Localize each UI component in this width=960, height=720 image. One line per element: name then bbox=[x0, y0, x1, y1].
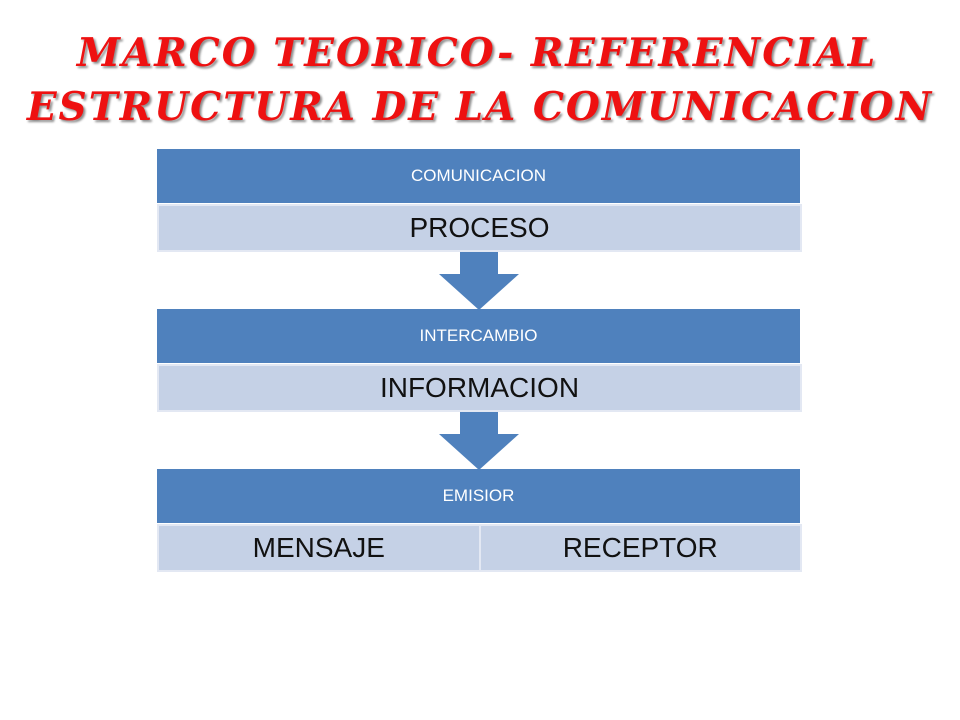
level-item-receptor: RECEPTOR bbox=[478, 526, 801, 570]
level-heading-intercambio: INTERCAMBIO bbox=[157, 309, 800, 363]
title-line-2: ESTRUCTURA DE LA COMUNICACION bbox=[26, 84, 934, 130]
level-heading-comunicacion: COMUNICACION bbox=[157, 149, 800, 203]
level-item-proceso: PROCESO bbox=[157, 204, 802, 252]
level-heading-emisior: EMISIOR bbox=[157, 469, 800, 523]
level-items-row: MENSAJE RECEPTOR bbox=[157, 524, 802, 572]
title-line-1: MARCO TEORICO- REFERENCIAL bbox=[76, 30, 878, 76]
down-arrow-2 bbox=[439, 412, 519, 470]
level-item-mensaje: MENSAJE bbox=[252, 532, 385, 563]
down-arrow-1 bbox=[439, 252, 519, 310]
level-item-informacion: INFORMACION bbox=[157, 364, 802, 412]
